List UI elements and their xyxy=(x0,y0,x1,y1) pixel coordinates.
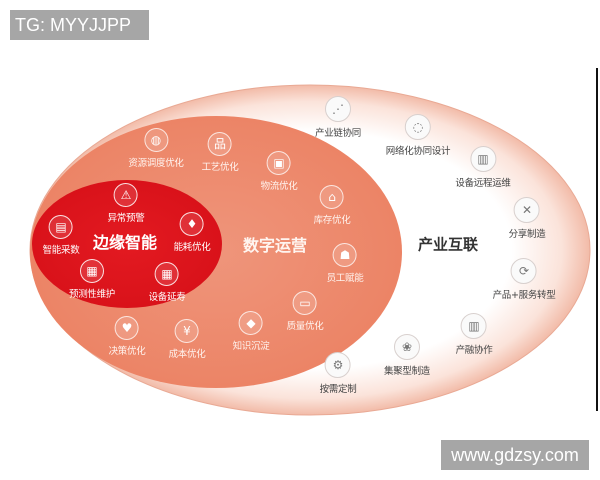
outer-item-product-service-transformation: ⟳ 产品+服务转型 xyxy=(493,258,556,301)
item-label: 成本优化 xyxy=(168,349,206,360)
mid-item-cost-optimization: ¥ 成本优化 xyxy=(169,319,206,360)
item-label: 员工赋能 xyxy=(326,273,364,284)
outer-item-custom-on-demand: ⚙ 按需定制 xyxy=(320,352,357,395)
item-label: 能耗优化 xyxy=(173,242,211,253)
device-icon: ▦ xyxy=(155,262,179,286)
outer-item-industry-finance-collaboration: ▥ 产融协作 xyxy=(456,313,493,356)
mid-item-inventory-optimization: ⌂ 库存优化 xyxy=(314,185,351,226)
item-label: 设备远程运维 xyxy=(455,178,511,189)
mid-item-knowledge-accumulation: ◆ 知识沉淀 xyxy=(233,311,270,352)
outer-item-industry-chain-collaboration: ⋰ 产业链协同 xyxy=(315,96,361,139)
remote-device-icon: ▥ xyxy=(469,146,496,172)
item-label: 质量优化 xyxy=(286,321,324,332)
bar-chart-icon: ▥ xyxy=(461,313,487,339)
inner-item-smart-data-collection: ▤ 智能采数 xyxy=(43,215,80,256)
warehouse-icon: ⌂ xyxy=(320,185,344,209)
employee-icon: ☗ xyxy=(333,243,357,267)
monitor-chart-icon: ▤ xyxy=(49,215,73,239)
watermark-top: TG: MYYJJPP xyxy=(10,10,149,40)
decision-pin-icon: ♥ xyxy=(115,316,139,340)
share-nodes-icon: ⋰ xyxy=(324,96,351,122)
mid-item-logistics-optimization: ▣ 物流优化 xyxy=(261,151,298,192)
item-label: 设备延寿 xyxy=(148,292,186,303)
truck-icon: ▣ xyxy=(267,151,291,175)
outer-item-clustered-manufacturing: ❀ 集聚型制造 xyxy=(384,334,430,377)
item-label: 产融协作 xyxy=(455,345,493,356)
quality-screen-icon: ▭ xyxy=(293,291,317,315)
item-label: 分享制造 xyxy=(508,229,546,240)
item-label: 异常预警 xyxy=(107,213,145,224)
inner-item-device-life-extension: ▦ 设备延寿 xyxy=(149,262,186,303)
item-label: 预测性维护 xyxy=(68,289,116,300)
cluster-icon: ❀ xyxy=(393,334,420,360)
item-label: 按需定制 xyxy=(319,384,357,395)
energy-drop-icon: ♦ xyxy=(180,212,204,236)
mid-item-resource-scheduling: ◍ 资源调度优化 xyxy=(128,128,184,169)
industrial-internet-title: 产业互联 xyxy=(417,235,479,254)
item-label: 资源调度优化 xyxy=(128,158,184,169)
org-chart-icon: 品 xyxy=(208,132,232,156)
inner-item-predictive-maintenance: ▦ 预测性维护 xyxy=(69,259,115,300)
right-border-line xyxy=(596,68,598,411)
inner-item-anomaly-warning: ⚠ 异常预警 xyxy=(108,183,145,224)
mid-item-quality-optimization: ▭ 质量优化 xyxy=(287,291,324,332)
item-label: 网络化协同设计 xyxy=(385,146,451,157)
maintenance-icon: ▦ xyxy=(79,259,104,283)
outer-item-shared-manufacturing: ✕ 分享制造 xyxy=(509,197,546,240)
outer-item-remote-maintenance: ▥ 设备远程运维 xyxy=(455,146,511,189)
digital-operation-title: 数字运营 xyxy=(242,236,308,255)
mid-item-process-optimization: 品 工艺优化 xyxy=(202,132,239,173)
item-label: 物流优化 xyxy=(260,181,298,192)
warning-icon: ⚠ xyxy=(114,183,138,207)
mid-item-decision-optimization: ♥ 决策优化 xyxy=(109,316,146,357)
item-label: 知识沉淀 xyxy=(232,341,270,352)
item-label: 智能采数 xyxy=(42,245,80,256)
graduation-cap-icon: ◆ xyxy=(239,311,263,335)
item-label: 产品+服务转型 xyxy=(492,290,556,301)
item-label: 集聚型制造 xyxy=(383,366,431,377)
money-bag-icon: ¥ xyxy=(175,319,199,343)
item-label: 工艺优化 xyxy=(201,162,239,173)
globe-icon: ◍ xyxy=(143,128,168,152)
wrench-icon: ✕ xyxy=(514,197,540,223)
item-label: 产业链协同 xyxy=(314,128,362,139)
edge-intelligence-title: 边缘智能 xyxy=(92,233,158,252)
item-label: 决策优化 xyxy=(108,346,146,357)
item-label: 库存优化 xyxy=(313,215,351,226)
gear-search-icon: ⚙ xyxy=(325,352,351,378)
outer-item-networked-design: ◌ 网络化协同设计 xyxy=(385,114,451,157)
refresh-icon: ⟳ xyxy=(511,258,537,284)
mid-item-employee-empowerment: ☗ 员工赋能 xyxy=(327,243,364,284)
cycle-icon: ◌ xyxy=(405,114,431,140)
inner-item-energy-optimization: ♦ 能耗优化 xyxy=(174,212,211,253)
watermark-bottom: www.gdzsy.com xyxy=(441,440,589,470)
